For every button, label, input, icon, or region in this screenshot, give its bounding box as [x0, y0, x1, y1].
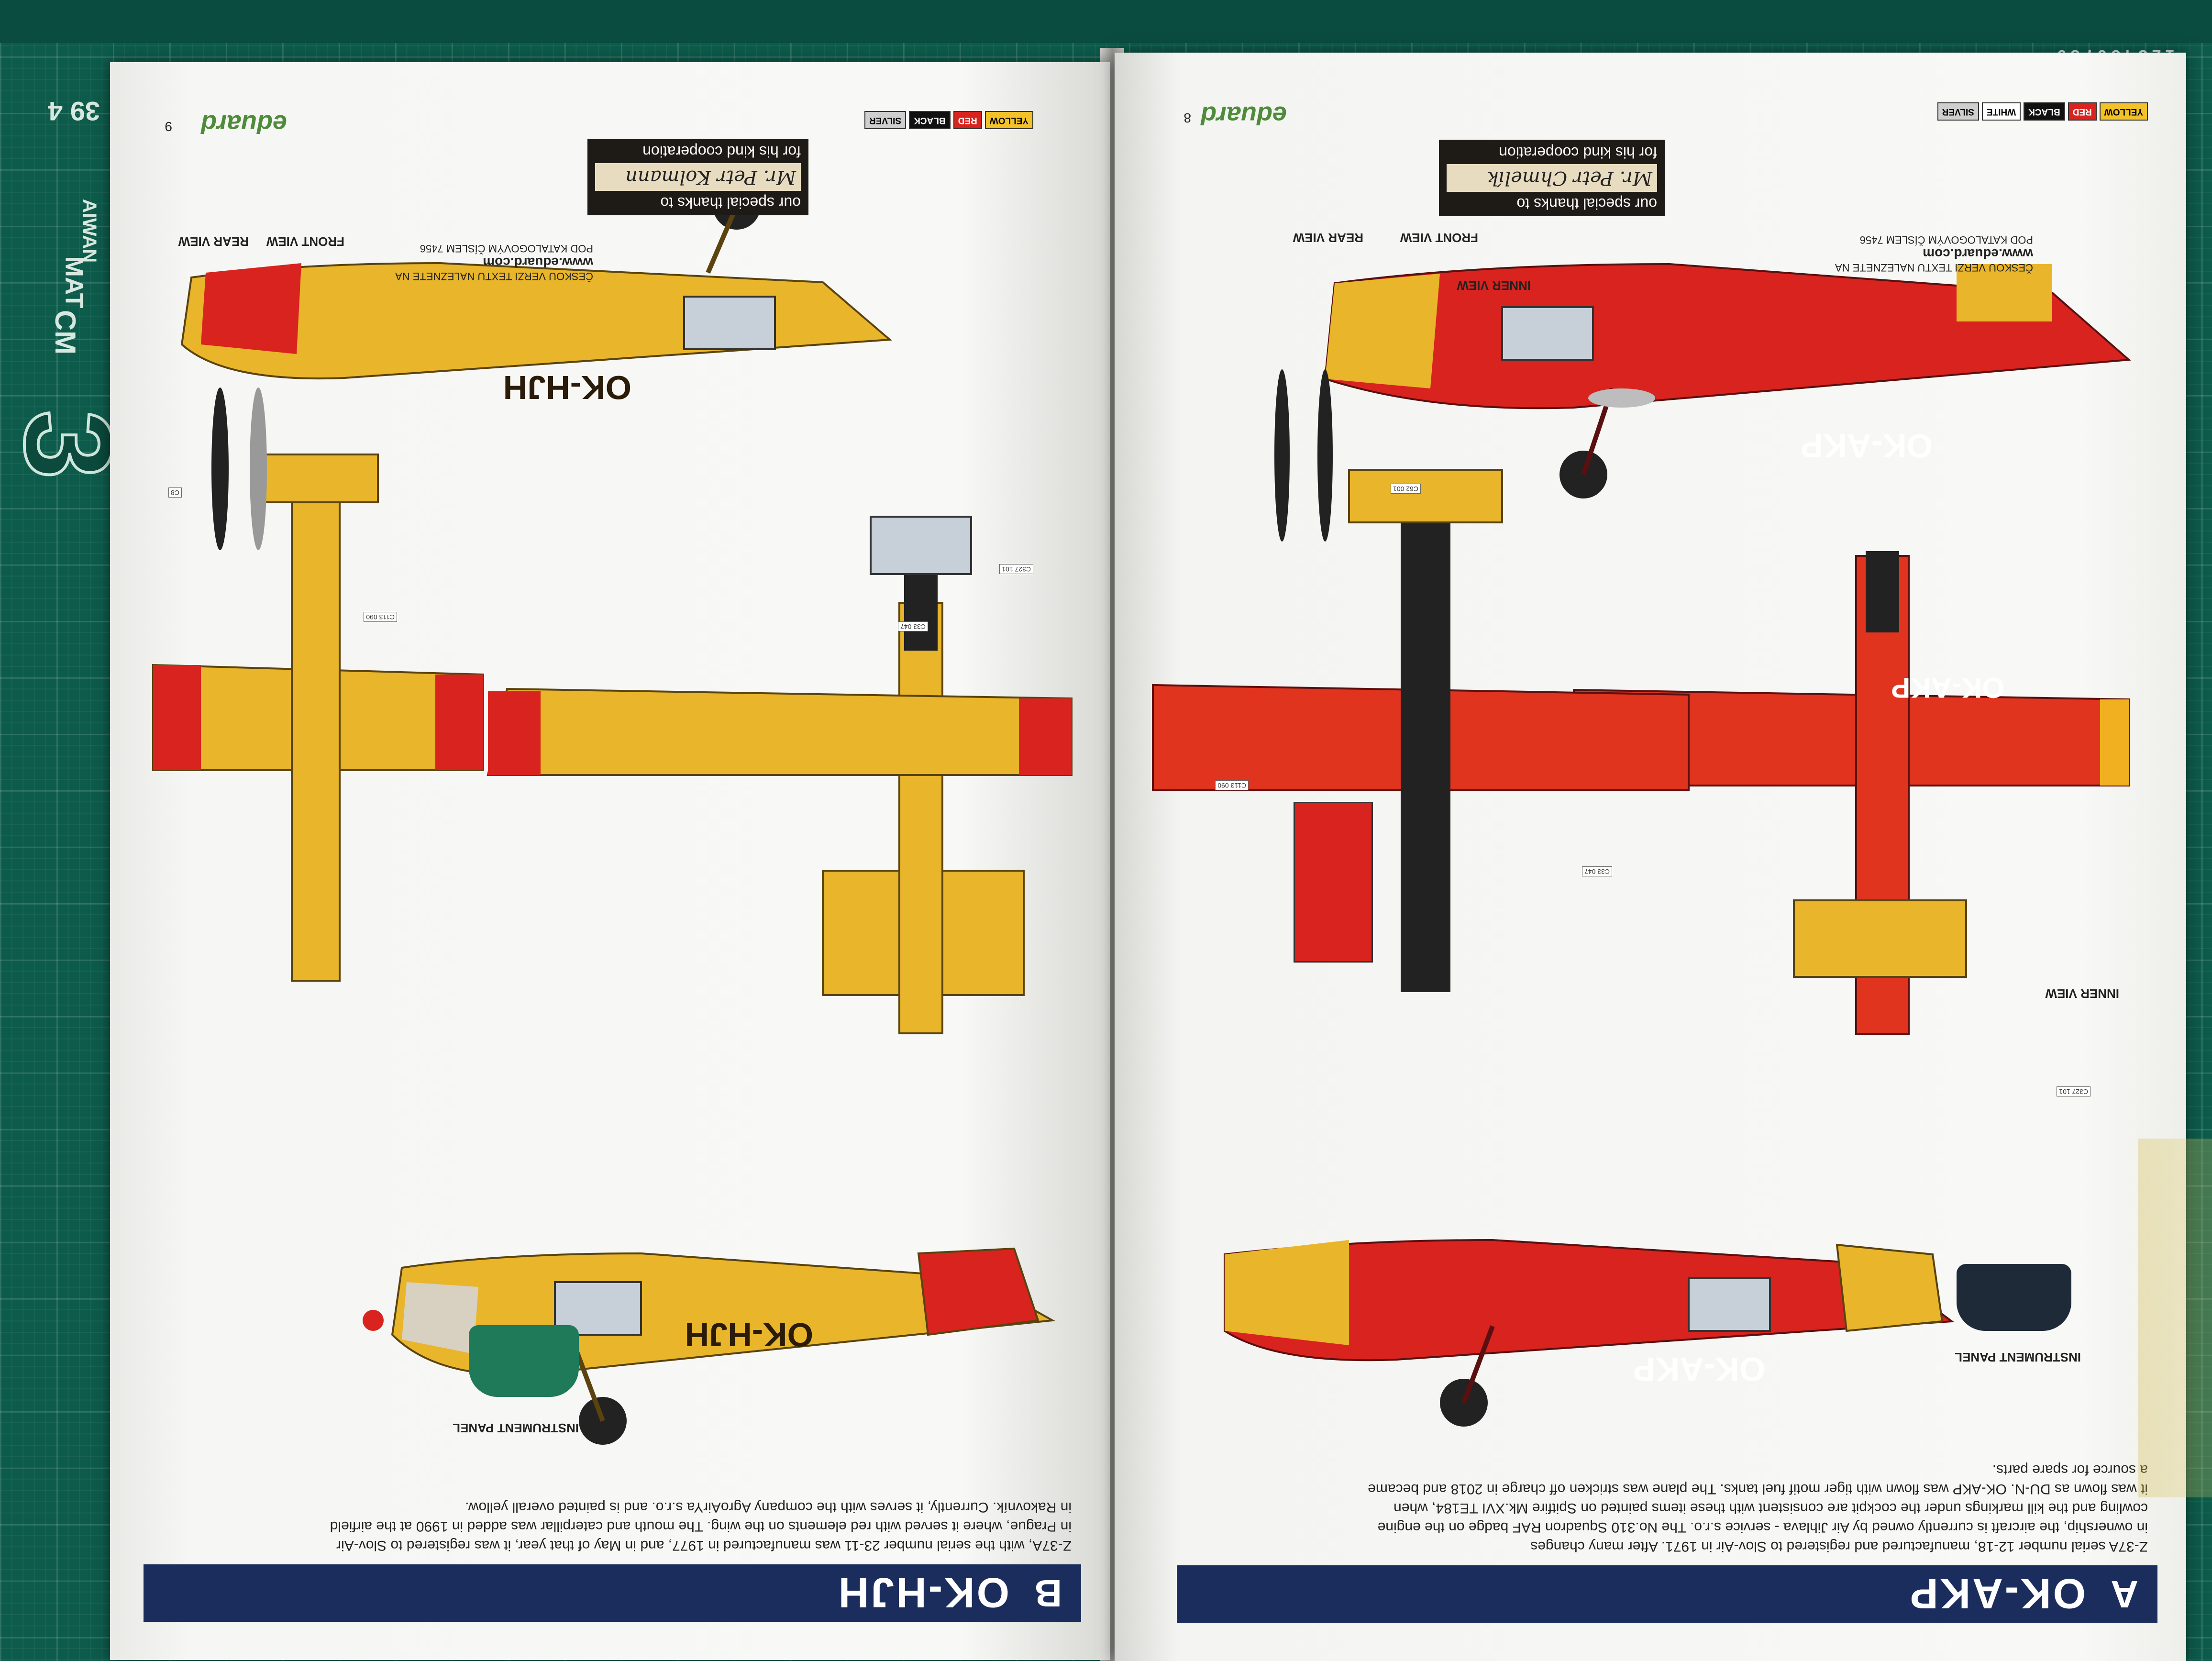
swatch-b-red: RED — [953, 111, 982, 129]
thanks-box-b: our special thanks to Mr. Petr Kolmann f… — [587, 139, 808, 215]
registration-a-top-view: OK-AKP — [1891, 672, 2004, 704]
left-page-content: B OK-HJH Z-37A, with the serial number 2… — [110, 62, 1110, 1660]
swatch-a-white: WHITE — [1981, 102, 2021, 121]
instrument-panel-b — [469, 1325, 579, 1397]
label-instrument-panel-a: INSTRUMENT PANEL — [1955, 1350, 2081, 1364]
banner-letter-a: A — [2111, 1573, 2138, 1616]
banner-title-b: OK-HJH — [836, 1569, 1009, 1617]
profile-b-underside — [152, 454, 484, 982]
page-number-right: 8 — [1183, 111, 1191, 125]
label-rear-view-b: REAR VIEW — [178, 234, 249, 249]
swatch-a-silver: SILVER — [1937, 102, 1979, 121]
cowl-detail-a — [1294, 802, 1373, 963]
profile-a-underside — [1152, 469, 1690, 992]
label-instrument-panel-b: INSTRUMENT PANEL — [453, 1421, 579, 1435]
tape-strip — [2138, 1139, 2212, 1497]
page-number-left: 9 — [165, 119, 172, 134]
right-page: A OK-AKP Z-37A serial number 12-18, manu… — [1115, 53, 2186, 1661]
czech-note-b-2: www.eduard.com — [483, 255, 593, 270]
swatch-b-silver: SILVER — [864, 111, 907, 129]
thanks-a-name: Mr. Petr Chmelík — [1447, 164, 1657, 192]
thanks-a-line1: our special thanks to — [1516, 195, 1658, 212]
callout-a-2: C33 047 — [1582, 866, 1612, 876]
banner-letter-b: B — [1034, 1572, 1062, 1615]
callout-b-4: C8 — [168, 487, 182, 498]
label-inner-view-a-2: INNER VIEW — [2045, 986, 2119, 1001]
callout-a-3: C327 101 — [2057, 1086, 2090, 1096]
description-a-line-1: Z-37A serial number 12-18, manufactured … — [1530, 1539, 2148, 1554]
callout-b-2: C33 047 — [898, 621, 928, 631]
eduard-logo-b: eduard — [200, 110, 287, 138]
czech-note-a-1: ČESKOU VERZI TEXTU NALEZNETE NA — [1835, 262, 2033, 274]
mat-top-edge — [0, 0, 2212, 43]
swatches-b: YELLOW RED BLACK SILVER — [864, 111, 1033, 129]
registration-b-side-bottom: OK-HJH — [503, 369, 631, 406]
thanks-box-a: our special thanks to Mr. Petr Chmelík f… — [1439, 140, 1665, 216]
callout-b-1: C113 090 — [364, 612, 397, 622]
registration-b-side-top: OK-HJH — [685, 1316, 813, 1353]
swatch-b-yellow: YELLOW — [984, 111, 1033, 129]
description-a-line-3: cowling and the kill markings under the … — [1394, 1500, 2148, 1516]
profile-b-top-view — [487, 516, 1073, 1034]
mat-brand-2: AIWAN — [79, 199, 100, 263]
instrument-panel-a — [1957, 1264, 2071, 1331]
profile-b-side-bottom — [180, 182, 893, 380]
description-a-line-5: a source for spare parts. — [1992, 1462, 2148, 1478]
banner-title-a: OK-AKP — [1908, 1570, 2086, 1617]
description-b: Z-37A, with the serial number 23-11 was … — [153, 1497, 1072, 1555]
thanks-b-line3: for his kind cooperation — [642, 143, 801, 160]
description-b-line-3: in Rakovník. Currently, it serves with t… — [465, 1499, 1072, 1515]
description-b-line-1: Z-37A, with the serial number 23-11 was … — [336, 1538, 1072, 1553]
label-front-view-b: FRONT VIEW — [266, 234, 344, 249]
label-rear-view-a: REAR VIEW — [1293, 231, 1363, 245]
callout-b-3: C327 101 — [999, 564, 1033, 574]
banner-a: A OK-AKP — [1177, 1565, 2157, 1623]
thanks-b-line1: our special thanks to — [660, 194, 801, 211]
thanks-a-line3: for his kind cooperation — [1499, 144, 1657, 161]
callout-a-1: C113 090 — [1215, 780, 1249, 790]
eduard-logo-a: eduard — [1200, 101, 1287, 130]
description-b-line-2: in Prague, where it served with red elem… — [330, 1518, 1072, 1534]
description-a: Z-37A serial number 12-18, manufactured … — [1182, 1460, 2148, 1556]
mat-ruler-left: 39 4 — [48, 96, 100, 126]
description-a-line-2: in ownership, the aircraft is currently … — [1377, 1519, 2148, 1535]
swatch-a-black: BLACK — [2024, 102, 2065, 121]
swatch-a-red: RED — [2068, 102, 2097, 121]
czech-note-a: ČESKOU VERZI TEXTU NALEZNETE NA www.edua… — [1835, 233, 2033, 274]
profile-a-side-top — [1224, 1239, 1955, 1427]
banner-b: B OK-HJH — [144, 1564, 1081, 1622]
registration-a-side-bottom: OK-AKP — [1800, 427, 1933, 465]
mat-cm-label: CM — [49, 310, 82, 355]
right-page-content: A OK-AKP Z-37A serial number 12-18, manu… — [1115, 53, 2186, 1661]
label-front-view-a: FRONT VIEW — [1400, 231, 1478, 245]
czech-note-b-1: ČESKOU VERZI TEXTU NALEZNETE NA — [395, 270, 593, 282]
czech-note-b: ČESKOU VERZI TEXTU NALEZNETE NA www.edua… — [395, 242, 593, 282]
czech-note-a-2: www.eduard.com — [1923, 246, 2033, 261]
profile-a-top-view — [1573, 551, 2130, 1035]
registration-a-side-top: OK-AKP — [1633, 1351, 1765, 1388]
swatch-a-yellow: YELLOW — [2099, 102, 2148, 121]
profile-a-side-bottom — [1324, 263, 2131, 498]
propellers-a — [1274, 369, 1333, 542]
swatch-b-black: BLACK — [909, 111, 951, 129]
left-page: B OK-HJH Z-37A, with the serial number 2… — [110, 62, 1110, 1660]
description-a-line-4: it was flown as DU-N. OK-AKP was flown w… — [1368, 1481, 2148, 1497]
callout-a-4: C62 001 — [1391, 484, 1421, 494]
label-inner-view-a-1: INNER VIEW — [1457, 278, 1531, 293]
swatches-a: YELLOW RED BLACK WHITE SILVER — [1937, 102, 2148, 121]
mat-brand-1: MAT — [60, 256, 88, 309]
thanks-b-name: Mr. Petr Kolmann — [595, 163, 801, 191]
czech-note-b-3: POD KATALOGOVÝM ČÍSLEM 7456 — [420, 243, 593, 255]
czech-note-a-3: POD KATALOGOVÝM ČÍSLEM 7456 — [1859, 234, 2033, 246]
propeller-front — [211, 388, 267, 550]
